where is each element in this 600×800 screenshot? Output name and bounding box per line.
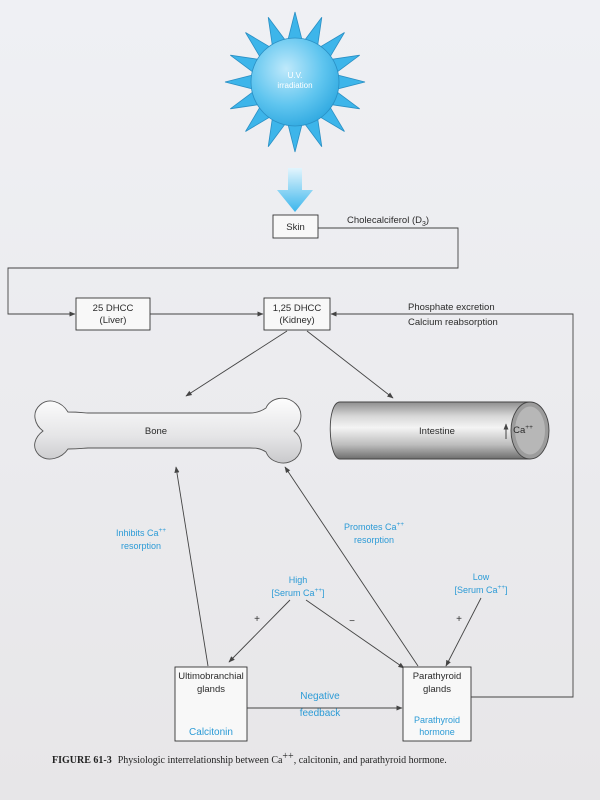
kidney-box-line1: 1,25 DHCC: [273, 303, 322, 314]
minus-sign: −: [349, 616, 355, 627]
negative-feedback-line2: feedback: [300, 708, 342, 719]
intestine-tube: [329, 401, 550, 460]
intestine-ca-label: Ca++: [513, 424, 533, 436]
parathyroid-to-bone-arrow: [284, 466, 419, 667]
kidney-box: [263, 297, 331, 331]
parathyroid-to-kidney-connector: [330, 311, 574, 698]
calcitonin-label: Calcitonin: [189, 727, 233, 738]
negative-feedback-line1: Negative: [300, 691, 340, 702]
low-to-parathyroid-arrow: [445, 597, 482, 667]
inhibits-label-line2: resorption: [121, 541, 161, 551]
sun-label-line1: U.V.: [288, 71, 303, 80]
cholecalciferol-label: Cholecalciferol (D3): [347, 215, 429, 228]
plus-sign-right: +: [456, 614, 462, 625]
parathyroid-box: [402, 666, 472, 742]
calcium-reabsorption-label: Calcium reabsorption: [408, 317, 498, 328]
uv-sun-icon: U.V. irradiation: [224, 11, 366, 153]
low-serum-line1: Low: [473, 572, 490, 582]
phosphate-excretion-label: Phosphate excretion: [408, 302, 495, 313]
kidney-to-intestine-arrow: [306, 330, 394, 399]
irradiation-arrow-icon: [277, 168, 313, 212]
low-serum-line2: [Serum Ca++]: [454, 584, 507, 595]
ultimobranchial-box: [174, 666, 248, 742]
skin-to-liver-connector: [7, 227, 459, 317]
bone-shape: [34, 397, 302, 464]
parathyroid-line1: Parathyroid: [413, 671, 462, 682]
high-to-parathyroid-arrow: [305, 599, 405, 669]
parathyroid-hormone-line1: Parathyroid: [414, 715, 460, 725]
skin-box: [272, 214, 319, 239]
promotes-label-line2: resorption: [354, 535, 394, 545]
liver-box-line2: (Liver): [100, 315, 127, 326]
high-serum-line2: [Serum Ca++]: [271, 587, 324, 598]
parathyroid-line2: glands: [423, 684, 451, 695]
high-serum-line1: High: [289, 575, 308, 585]
sun-label-line2: irradiation: [277, 81, 312, 90]
inhibits-label-line1: Inhibits Ca++: [116, 527, 166, 538]
high-to-ultimobranchial-arrow: [228, 599, 291, 663]
ultimobranchial-line2: glands: [197, 684, 225, 695]
ultimobranchial-to-bone-arrow: [174, 466, 209, 667]
liver-box: [75, 297, 151, 331]
kidney-to-bone-arrow: [185, 330, 288, 397]
kidney-box-line2: (Kidney): [279, 315, 314, 326]
bone-label: Bone: [145, 426, 167, 437]
skin-label: Skin: [286, 222, 304, 233]
promotes-label-line1: Promotes Ca++: [344, 521, 404, 532]
parathyroid-hormone-line2: hormone: [419, 727, 455, 737]
plus-sign-left: +: [254, 614, 260, 625]
ultimobranchial-line1: Ultimobranchial: [178, 671, 243, 682]
liver-box-line1: 25 DHCC: [93, 303, 134, 314]
intestine-label: Intestine: [419, 426, 455, 437]
